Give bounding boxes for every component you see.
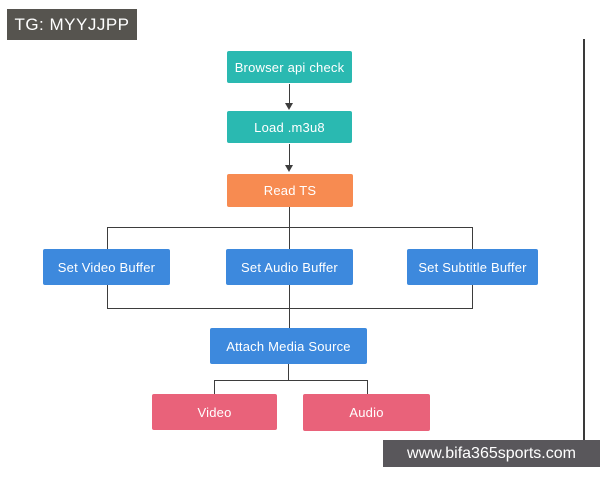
connector-line — [472, 285, 473, 308]
node-set-video-buffer: Set Video Buffer — [43, 249, 170, 285]
connector-line — [289, 285, 290, 308]
node-attach-media-source: Attach Media Source — [210, 328, 367, 364]
connector-line — [367, 380, 368, 394]
node-video: Video — [152, 394, 277, 430]
connector-line — [288, 364, 289, 380]
connector-line — [289, 207, 290, 249]
node-set-subtitle-buffer: Set Subtitle Buffer — [407, 249, 538, 285]
connector-line — [107, 227, 473, 228]
connector-line — [289, 144, 290, 165]
connector-line — [214, 380, 368, 381]
connector-line — [107, 227, 108, 249]
connector-line — [289, 308, 290, 328]
node-load-m3u8: Load .m3u8 — [227, 111, 352, 143]
connector-line — [107, 308, 473, 309]
node-set-audio-buffer: Set Audio Buffer — [226, 249, 353, 285]
node-audio: Audio — [303, 394, 430, 431]
right-vertical-rule — [583, 39, 585, 443]
tag-label: TG: MYYJJPP — [7, 9, 137, 40]
arrowhead-down-icon — [285, 103, 293, 110]
node-browser-api-check: Browser api check — [227, 51, 352, 83]
connector-line — [107, 285, 108, 308]
connector-line — [289, 84, 290, 103]
connector-line — [214, 380, 215, 394]
connector-line — [472, 227, 473, 249]
arrowhead-down-icon — [285, 165, 293, 172]
watermark-label: www.bifa365sports.com — [383, 440, 600, 467]
node-read-ts: Read TS — [227, 174, 353, 207]
